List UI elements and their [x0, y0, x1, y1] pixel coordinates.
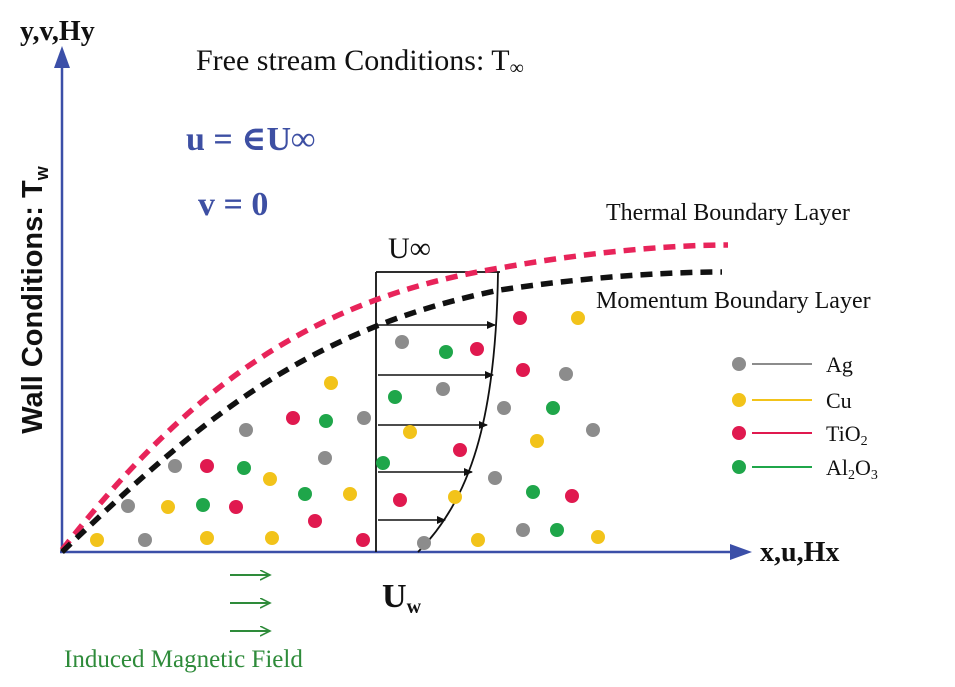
al2o3-particle [319, 414, 333, 428]
cu-particle [161, 500, 175, 514]
al2o3-particle [546, 401, 560, 415]
ag-particle [436, 382, 450, 396]
induced-magnetic-field-label: Induced Magnetic Field [64, 646, 303, 673]
cu-particle [571, 311, 585, 325]
ag-particle [395, 335, 409, 349]
nanoparticles [90, 311, 605, 550]
profile-curve [417, 271, 499, 553]
tio2-particle [453, 443, 467, 457]
ag-particle [497, 401, 511, 415]
thermal-boundary-layer-curve [59, 242, 729, 552]
v-condition: v = 0 [198, 186, 268, 223]
profile-arrows [378, 321, 496, 524]
cu-particle [530, 434, 544, 448]
ag-particle [488, 471, 502, 485]
velocity-profile [375, 271, 500, 553]
axes [54, 46, 752, 560]
cu-particle [343, 487, 357, 501]
tio2-particle [470, 342, 484, 356]
ag-particle [559, 367, 573, 381]
tio2-label: TiO2 [826, 421, 868, 449]
al2o3-particle [439, 345, 453, 359]
ag-particle-icon [732, 357, 746, 371]
al2o3-particle [388, 390, 402, 404]
u-condition: u = ∈U∞ [186, 121, 315, 158]
tio2-particle [200, 459, 214, 473]
free-stream-label: Free stream Conditions: T∞ [196, 44, 524, 79]
ag-particle [417, 536, 431, 550]
al2o3-particle [298, 487, 312, 501]
tio2-particle [516, 363, 530, 377]
tio2-particle [229, 500, 243, 514]
cu-particle [324, 376, 338, 390]
ag-label: Ag [826, 352, 853, 377]
tio2-particle [513, 311, 527, 325]
thermal-boundary-layer-label: Thermal Boundary Layer [606, 200, 850, 226]
tio2-particle [565, 489, 579, 503]
tio2-particle [356, 533, 370, 547]
cu-particle [90, 533, 104, 547]
al2o3-particle [550, 523, 564, 537]
ag-particle [168, 459, 182, 473]
x-axis-arrow-icon [730, 544, 752, 560]
legend-item-cu: Cu [732, 388, 852, 413]
momentum-boundary-layer-label: Momentum Boundary Layer [596, 288, 871, 314]
ag-particle [586, 423, 600, 437]
u-infinity-label: U∞ [388, 232, 431, 265]
cu-particle-icon [732, 393, 746, 407]
legend-item-ag: Ag [732, 352, 853, 377]
al2o3-label: Al2O3 [826, 455, 878, 483]
cu-particle [263, 472, 277, 486]
tio2-particle [308, 514, 322, 528]
al2o3-particle [526, 485, 540, 499]
y-axis-arrow-icon [54, 46, 70, 68]
tio2-particle [393, 493, 407, 507]
al2o3-particle [196, 498, 210, 512]
u-wall-label: Uw [382, 578, 422, 618]
tio2-particle [286, 411, 300, 425]
ag-particle [357, 411, 371, 425]
ag-particle [318, 451, 332, 465]
y-axis-label: y,v,Hy [20, 16, 95, 47]
legend-item-tio2: TiO2 [732, 421, 868, 449]
cu-particle [265, 531, 279, 545]
ag-particle [121, 499, 135, 513]
cu-particle [448, 490, 462, 504]
ag-particle [516, 523, 530, 537]
cu-particle [200, 531, 214, 545]
legend: Ag Cu TiO2 Al2O3 [732, 352, 878, 483]
legend-item-al2o3: Al2O3 [732, 455, 878, 483]
cu-label: Cu [826, 388, 852, 413]
momentum-boundary-layer-curve [60, 269, 723, 554]
ag-particle [239, 423, 253, 437]
ag-particle [138, 533, 152, 547]
tio2-particle-icon [732, 426, 746, 440]
cu-particle [591, 530, 605, 544]
cu-particle [403, 425, 417, 439]
magnetic-field: Induced Magnetic Field [64, 575, 303, 673]
al2o3-particle [376, 456, 390, 470]
al2o3-particle-icon [732, 460, 746, 474]
al2o3-particle [237, 461, 251, 475]
cu-particle [471, 533, 485, 547]
wall-conditions-label: Wall Conditions: Tw [17, 165, 52, 433]
x-axis-label: x,u,Hx [760, 537, 839, 568]
